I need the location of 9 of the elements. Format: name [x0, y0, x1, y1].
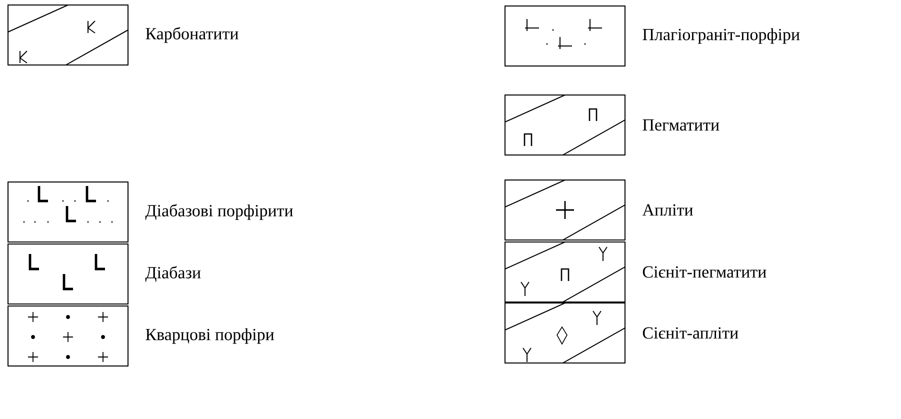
legend-label: Апліти: [642, 204, 693, 216]
legend-label: Діабази: [145, 266, 201, 282]
legend-label: Сієніт-пегматити: [642, 266, 766, 278]
legend-label: Плагіограніт-порфіри: [642, 28, 800, 44]
legend-label: Кварцові порфіри: [146, 328, 274, 344]
legend-label: Сієніт-апліти: [642, 327, 738, 339]
legend-label: Карбонатити: [146, 27, 238, 43]
legend-label: Пегматити: [642, 119, 720, 131]
legend-label: Діабазові порфірити: [145, 204, 293, 220]
